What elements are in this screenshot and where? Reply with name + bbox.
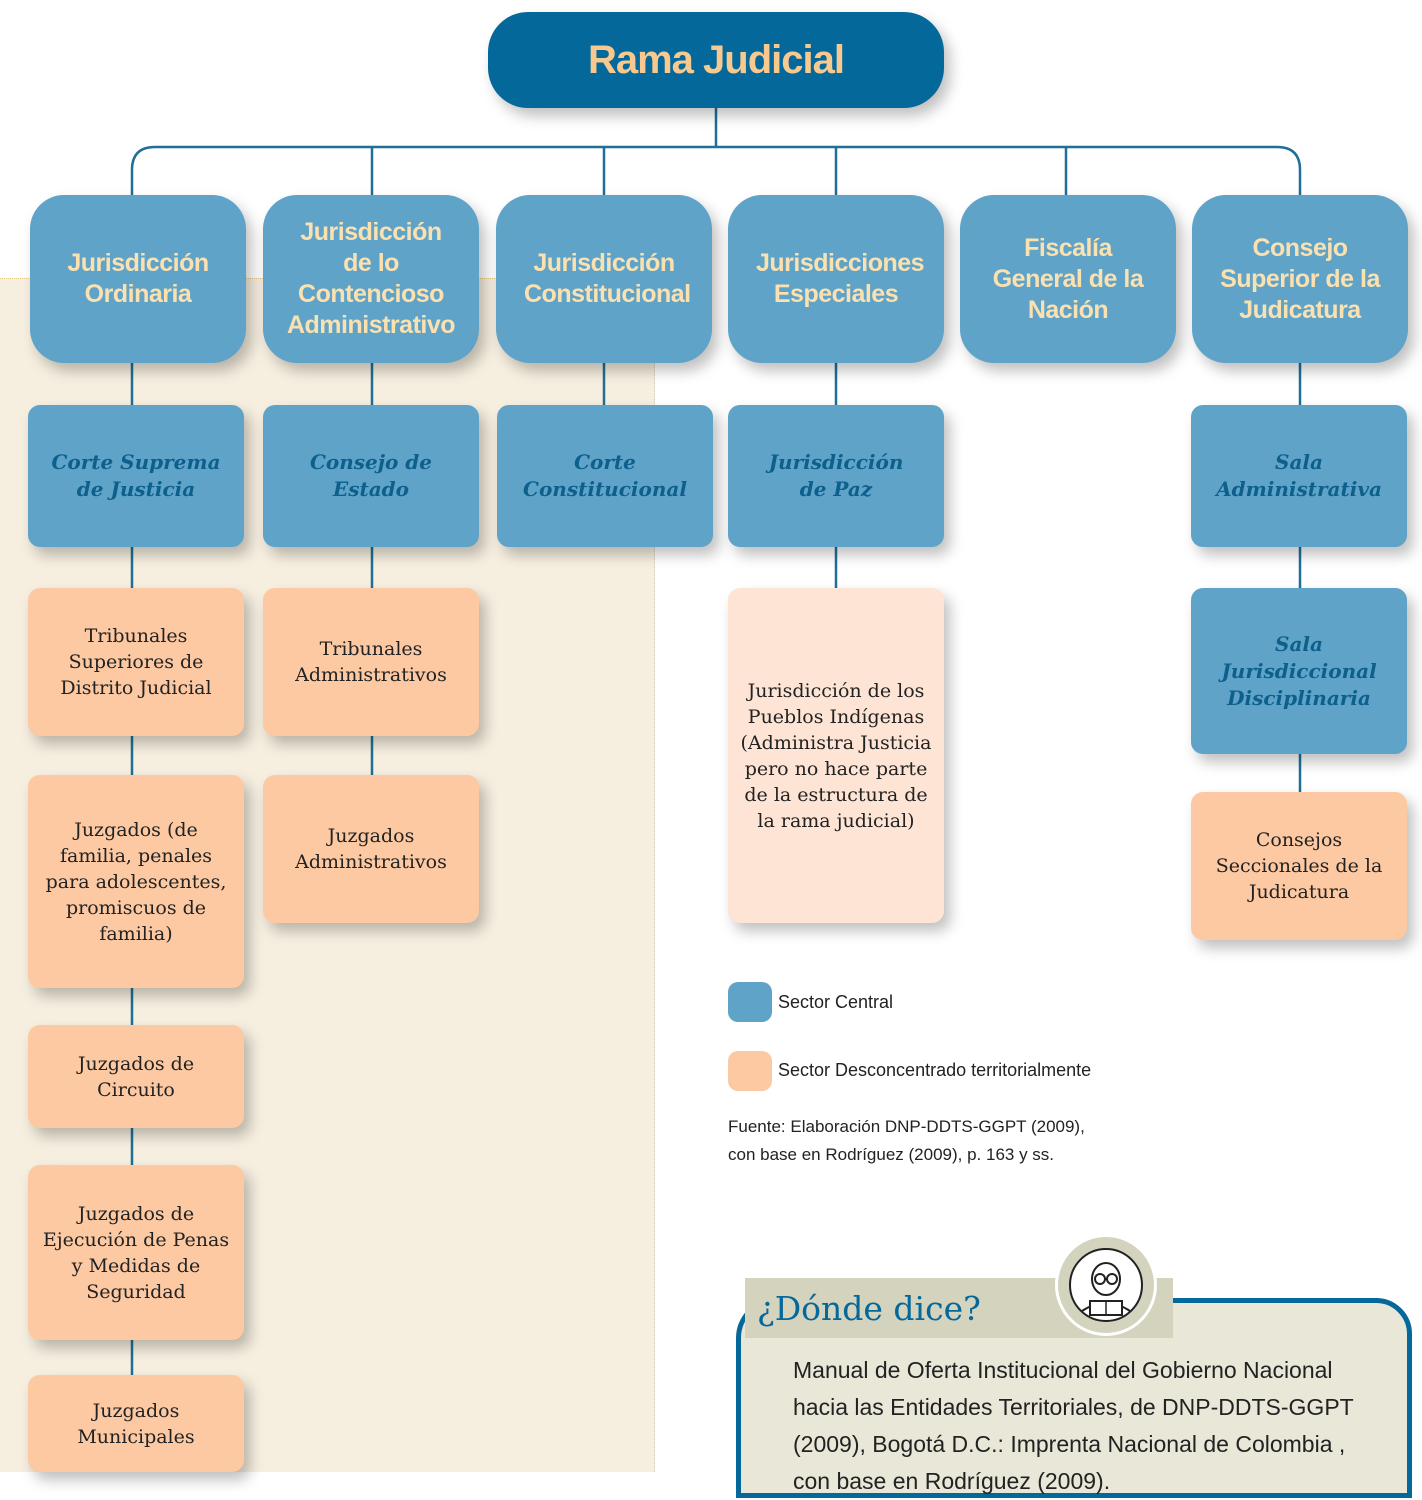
sala-disciplinaria-label: Sala Jurisdiccional Disciplinaria	[1221, 631, 1377, 710]
tribunales-superiores-box: Tribunales Superiores de Distrito Judici…	[28, 588, 244, 736]
juzgados-familia-label: Juzgados (de familia, penales para adole…	[45, 818, 227, 945]
pueblos-indigenas-box: Jurisdicción de los Pueblos Indígenas (A…	[728, 588, 944, 923]
source-line-1: Fuente: Elaboración DNP-DDTS-GGPT (2009)…	[728, 1117, 1085, 1136]
legend-desconcentrado-swatch	[728, 1051, 772, 1091]
juzgados-administrativos-label: Juzgados Administrativos	[295, 825, 447, 873]
corte-suprema-box: Corte Suprema de Justicia	[28, 405, 244, 547]
corte-constitucional-label: Corte Constitucional	[523, 450, 687, 501]
sala-administrativa-box: Sala Administrativa	[1191, 405, 1407, 547]
juzgados-ejecucion-box: Juzgados de Ejecución de Penas y Medidas…	[28, 1165, 244, 1340]
jurisdiccion-contencioso-box: Jurisdicción de lo Contencioso Administr…	[263, 195, 479, 363]
source-note: Fuente: Elaboración DNP-DDTS-GGPT (2009)…	[728, 1113, 1085, 1169]
jurisdiccion-constitucional-box: Jurisdicción Constitucional	[496, 195, 712, 363]
jurisdiccion-ordinaria-label: Jurisdicción Ordinaria	[67, 249, 209, 308]
rama-judicial-label: Rama Judicial	[587, 37, 845, 82]
juzgados-familia-box: Juzgados (de familia, penales para adole…	[28, 775, 244, 988]
jurisdiccion-constitucional-label: Jurisdicción Constitucional	[524, 249, 691, 308]
consejo-estado-box: Consejo de Estado	[263, 405, 479, 547]
jurisdiccion-ordinaria-box: Jurisdicción Ordinaria	[30, 195, 246, 363]
jurisdiccion-contencioso-label: Jurisdicción de lo Contencioso Administr…	[286, 218, 456, 339]
tribunales-administrativos-box: Tribunales Administrativos	[263, 588, 479, 736]
corte-constitucional-box: Corte Constitucional	[497, 405, 713, 547]
juzgados-municipales-box: Juzgados Municipales	[28, 1375, 244, 1472]
legend-central-swatch	[728, 982, 772, 1022]
rama-judicial-box: Rama Judicial	[488, 12, 944, 108]
jurisdiccion-paz-box: Jurisdicción de Paz	[728, 405, 944, 547]
consejo-estado-label: Consejo de Estado	[309, 450, 433, 501]
jurisdicciones-especiales-label: Jurisdicciones Especiales	[756, 249, 925, 308]
consejo-superior-label: Consejo Superior de la Judicatura	[1220, 233, 1380, 324]
tribunales-administrativos-label: Tribunales Administrativos	[295, 638, 447, 686]
source-line-2: con base en Rodríguez (2009), p. 163 y s…	[728, 1145, 1055, 1164]
donde-dice-title: ¿Dónde dice?	[757, 1288, 981, 1328]
sala-disciplinaria-box: Sala Jurisdiccional Disciplinaria	[1191, 588, 1407, 754]
juzgados-municipales-label: Juzgados Municipales	[77, 1399, 195, 1448]
consejos-seccionales-box: Consejos Seccionales de la Judicatura	[1191, 792, 1407, 940]
juzgados-administrativos-box: Juzgados Administrativos	[263, 775, 479, 923]
sala-administrativa-label: Sala Administrativa	[1216, 450, 1382, 501]
donde-dice-text: Manual de Oferta Institucional del Gobie…	[793, 1357, 1354, 1494]
juzgados-circuito-label: Juzgados de Circuito	[77, 1052, 195, 1101]
jurisdicciones-especiales-box: Jurisdicciones Especiales	[728, 195, 944, 363]
consejos-seccionales-label: Consejos Seccionales de la Judicatura	[1215, 829, 1383, 903]
pueblos-indigenas-label: Jurisdicción de los Pueblos Indígenas (A…	[740, 679, 932, 832]
legend-desconcentrado-label: Sector Desconcentrado territorialmente	[778, 1060, 1092, 1080]
juzgados-ejecucion-label: Juzgados de Ejecución de Penas y Medidas…	[42, 1202, 230, 1303]
fiscalia-general-label: Fiscalía General de la Nación	[992, 233, 1144, 324]
jurisdiccion-paz-label: Jurisdicción de Paz	[768, 450, 904, 501]
consejo-superior-box: Consejo Superior de la Judicatura	[1192, 195, 1408, 363]
reader-avatar-icon	[1055, 1234, 1157, 1336]
tribunales-superiores-label: Tribunales Superiores de Distrito Judici…	[60, 625, 212, 699]
legend-central-label: Sector Central	[778, 992, 894, 1012]
fiscalia-general-box: Fiscalía General de la Nación	[960, 195, 1176, 363]
juzgados-circuito-box: Juzgados de Circuito	[28, 1025, 244, 1128]
corte-suprema-label: Corte Suprema de Justicia	[51, 450, 221, 501]
